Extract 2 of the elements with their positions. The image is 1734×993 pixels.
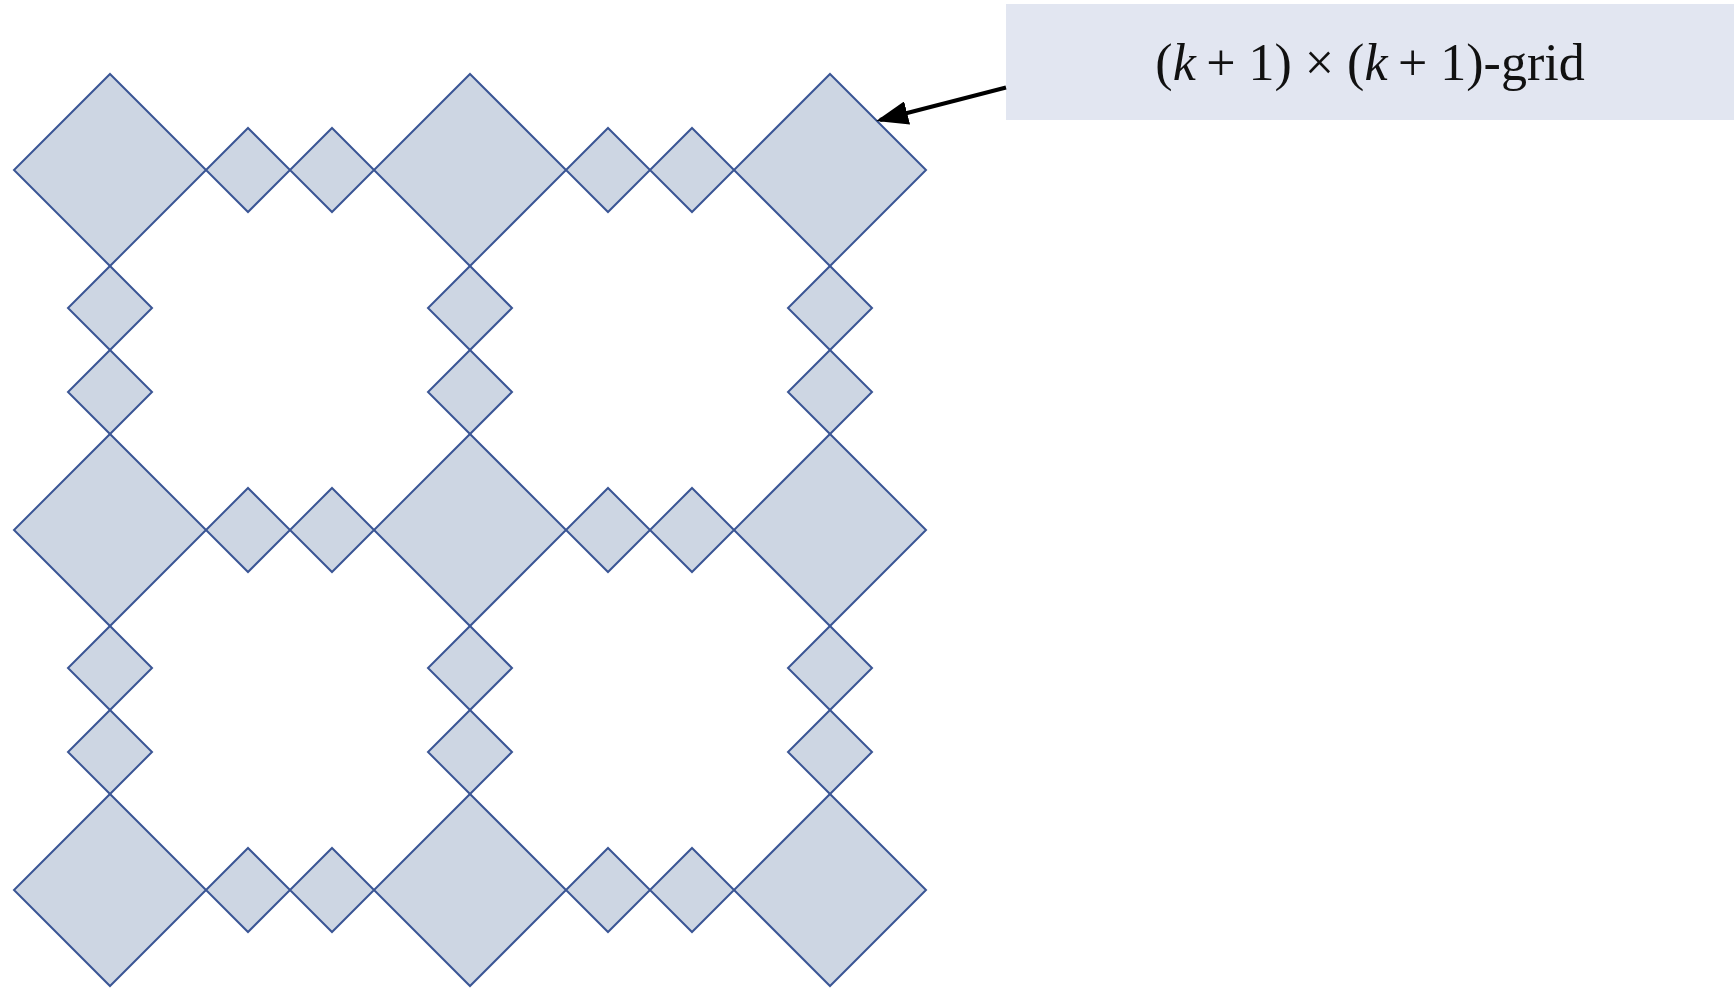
grid-label: (k + 1) × (k + 1)-grid xyxy=(1006,4,1734,120)
arrow xyxy=(876,85,1007,125)
